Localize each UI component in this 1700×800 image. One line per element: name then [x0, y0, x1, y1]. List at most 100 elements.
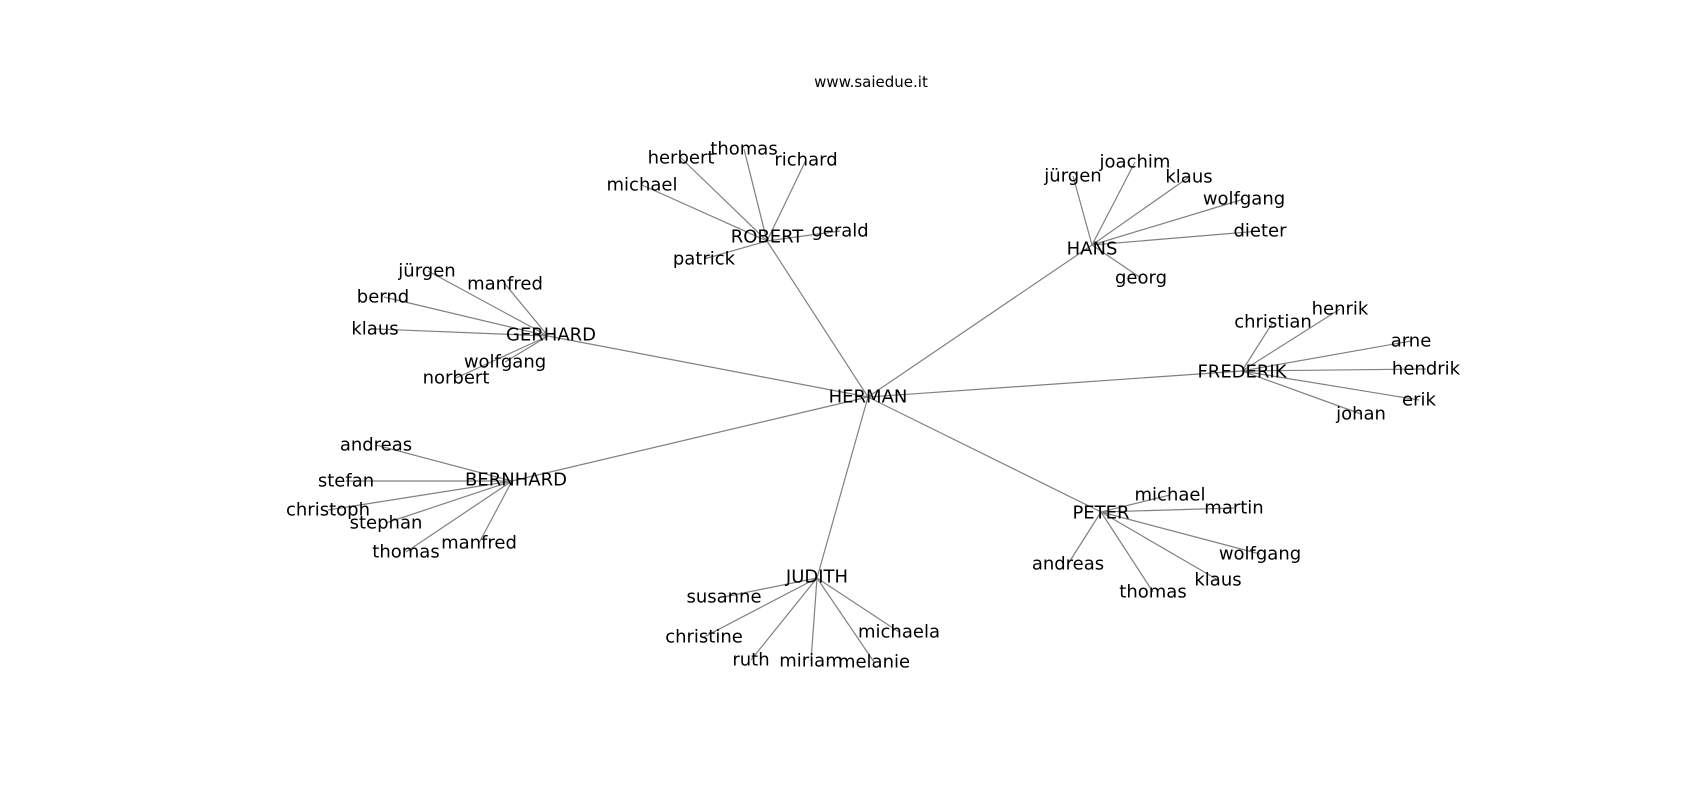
- edge-judith-child: [816, 577, 875, 663]
- edge-bernhard-child: [478, 480, 513, 544]
- child-node-label: michael: [607, 175, 678, 196]
- edge-bernhard-child: [375, 444, 513, 482]
- edge-gerhard-child: [383, 296, 549, 337]
- group-node-label-hans: HANS: [1067, 239, 1118, 260]
- child-node-label: stephan: [350, 513, 423, 534]
- group-node-label-bernhard: BERNHARD: [465, 470, 567, 491]
- edge-robert-child: [766, 230, 841, 242]
- child-node-label: christian: [1234, 312, 1312, 333]
- edge-robert-child: [766, 159, 807, 242]
- edge-bernhard-child: [405, 480, 513, 553]
- child-node-label: klaus: [1194, 570, 1241, 591]
- edge-bernhard-child: [327, 480, 513, 511]
- edge-peter-child: [1100, 511, 1219, 581]
- edge-gerhard-child: [455, 335, 549, 379]
- edge-peter-child: [1100, 511, 1154, 593]
- edge-hans-child: [1072, 175, 1093, 246]
- child-node-label: susanne: [686, 587, 761, 608]
- child-node-label: thomas: [1119, 582, 1186, 603]
- child-node-label: wolfgang: [1219, 544, 1301, 565]
- edge-robert-child: [703, 240, 768, 260]
- edge-herman-frederik: [867, 370, 1243, 398]
- child-node-label: melanie: [838, 652, 910, 673]
- child-node-label: thomas: [710, 139, 777, 160]
- child-node-label: henrik: [1312, 299, 1369, 320]
- child-node-label: wolfgang: [464, 352, 546, 373]
- edge-hans-child: [1091, 198, 1245, 246]
- edge-robert-child: [641, 184, 768, 242]
- edge-hans-child: [1091, 244, 1142, 279]
- child-node-label: erik: [1402, 390, 1436, 411]
- edge-hans-child: [1091, 176, 1190, 246]
- child-node-label: michaela: [858, 622, 940, 643]
- child-node-label: hendrik: [1392, 359, 1461, 380]
- edge-judith-child: [816, 577, 900, 633]
- edge-herman-bernhard: [511, 396, 869, 482]
- group-node-label-frederik: FREDERIK: [1197, 362, 1287, 383]
- edge-gerhard-child: [504, 283, 549, 337]
- child-node-label: andreas: [340, 435, 412, 456]
- child-node-label: christine: [665, 627, 743, 648]
- child-node-label: jürgen: [1043, 166, 1101, 187]
- edge-gerhard-child: [427, 270, 549, 337]
- child-node-label: martin: [1204, 498, 1263, 519]
- child-node-label: manfred: [467, 274, 543, 295]
- child-node-label: klaus: [1165, 167, 1212, 188]
- group-node-label-robert: ROBERT: [731, 227, 805, 248]
- root-node-label: HERMAN: [829, 387, 908, 408]
- child-node-label: norbert: [423, 368, 490, 389]
- edge-judith-child: [723, 577, 818, 598]
- child-node-label: christoph: [286, 500, 370, 521]
- edges-layer: [327, 148, 1427, 663]
- child-node-label: bernd: [357, 287, 409, 308]
- child-node-label: dieter: [1233, 221, 1287, 242]
- edge-peter-child: [1100, 494, 1171, 513]
- edge-frederik-child: [1241, 321, 1274, 372]
- edge-robert-child: [743, 148, 768, 242]
- edge-frederik-child: [1241, 308, 1341, 372]
- edge-herman-hans: [867, 244, 1093, 398]
- group-node-label-gerhard: GERHARD: [506, 325, 596, 346]
- edge-gerhard-child: [375, 328, 549, 337]
- edge-gerhard-child: [504, 335, 549, 363]
- labels-layer: www.saiedue.it HERMANROBERTherbertthomas…: [286, 73, 1461, 673]
- child-node-label: patrick: [673, 249, 736, 270]
- edge-herman-peter: [867, 396, 1102, 513]
- child-node-label: miriam: [779, 651, 843, 672]
- edge-robert-child: [680, 157, 768, 242]
- child-node-label: manfred: [441, 533, 517, 554]
- group-node-label-peter: PETER: [1072, 503, 1129, 524]
- edge-judith-child: [810, 577, 818, 662]
- child-node-label: georg: [1115, 268, 1167, 289]
- edge-herman-judith: [816, 396, 869, 579]
- child-node-label: klaus: [351, 319, 398, 340]
- edge-herman-robert: [766, 240, 869, 398]
- edge-judith-child: [750, 577, 818, 661]
- edge-peter-child: [1100, 507, 1235, 513]
- child-node-label: arne: [1391, 331, 1432, 352]
- edge-frederik-child: [1241, 340, 1412, 372]
- child-node-label: gerald: [811, 221, 868, 242]
- edge-herman-gerhard: [547, 335, 869, 398]
- child-node-label: jürgen: [397, 261, 455, 282]
- child-node-label: stefan: [318, 471, 374, 492]
- group-node-label-judith: JUDITH: [785, 567, 848, 588]
- edge-peter-child: [1100, 511, 1261, 555]
- edge-hans-child: [1091, 230, 1261, 246]
- child-node-label: richard: [774, 150, 837, 171]
- child-node-label: ruth: [732, 650, 769, 671]
- edge-judith-child: [703, 577, 818, 638]
- edge-bernhard-child: [385, 480, 513, 524]
- edge-frederik-child: [1241, 370, 1420, 401]
- child-node-label: johan: [1335, 404, 1386, 425]
- child-node-label: joachim: [1099, 152, 1171, 173]
- child-node-label: herbert: [648, 148, 715, 169]
- edge-frederik-child: [1241, 368, 1427, 372]
- edge-hans-child: [1091, 161, 1136, 246]
- edge-peter-child: [1067, 511, 1102, 565]
- page-title: www.saiedue.it: [814, 73, 928, 91]
- child-node-label: thomas: [372, 542, 439, 563]
- child-node-label: wolfgang: [1203, 189, 1285, 210]
- child-node-label: andreas: [1032, 554, 1104, 575]
